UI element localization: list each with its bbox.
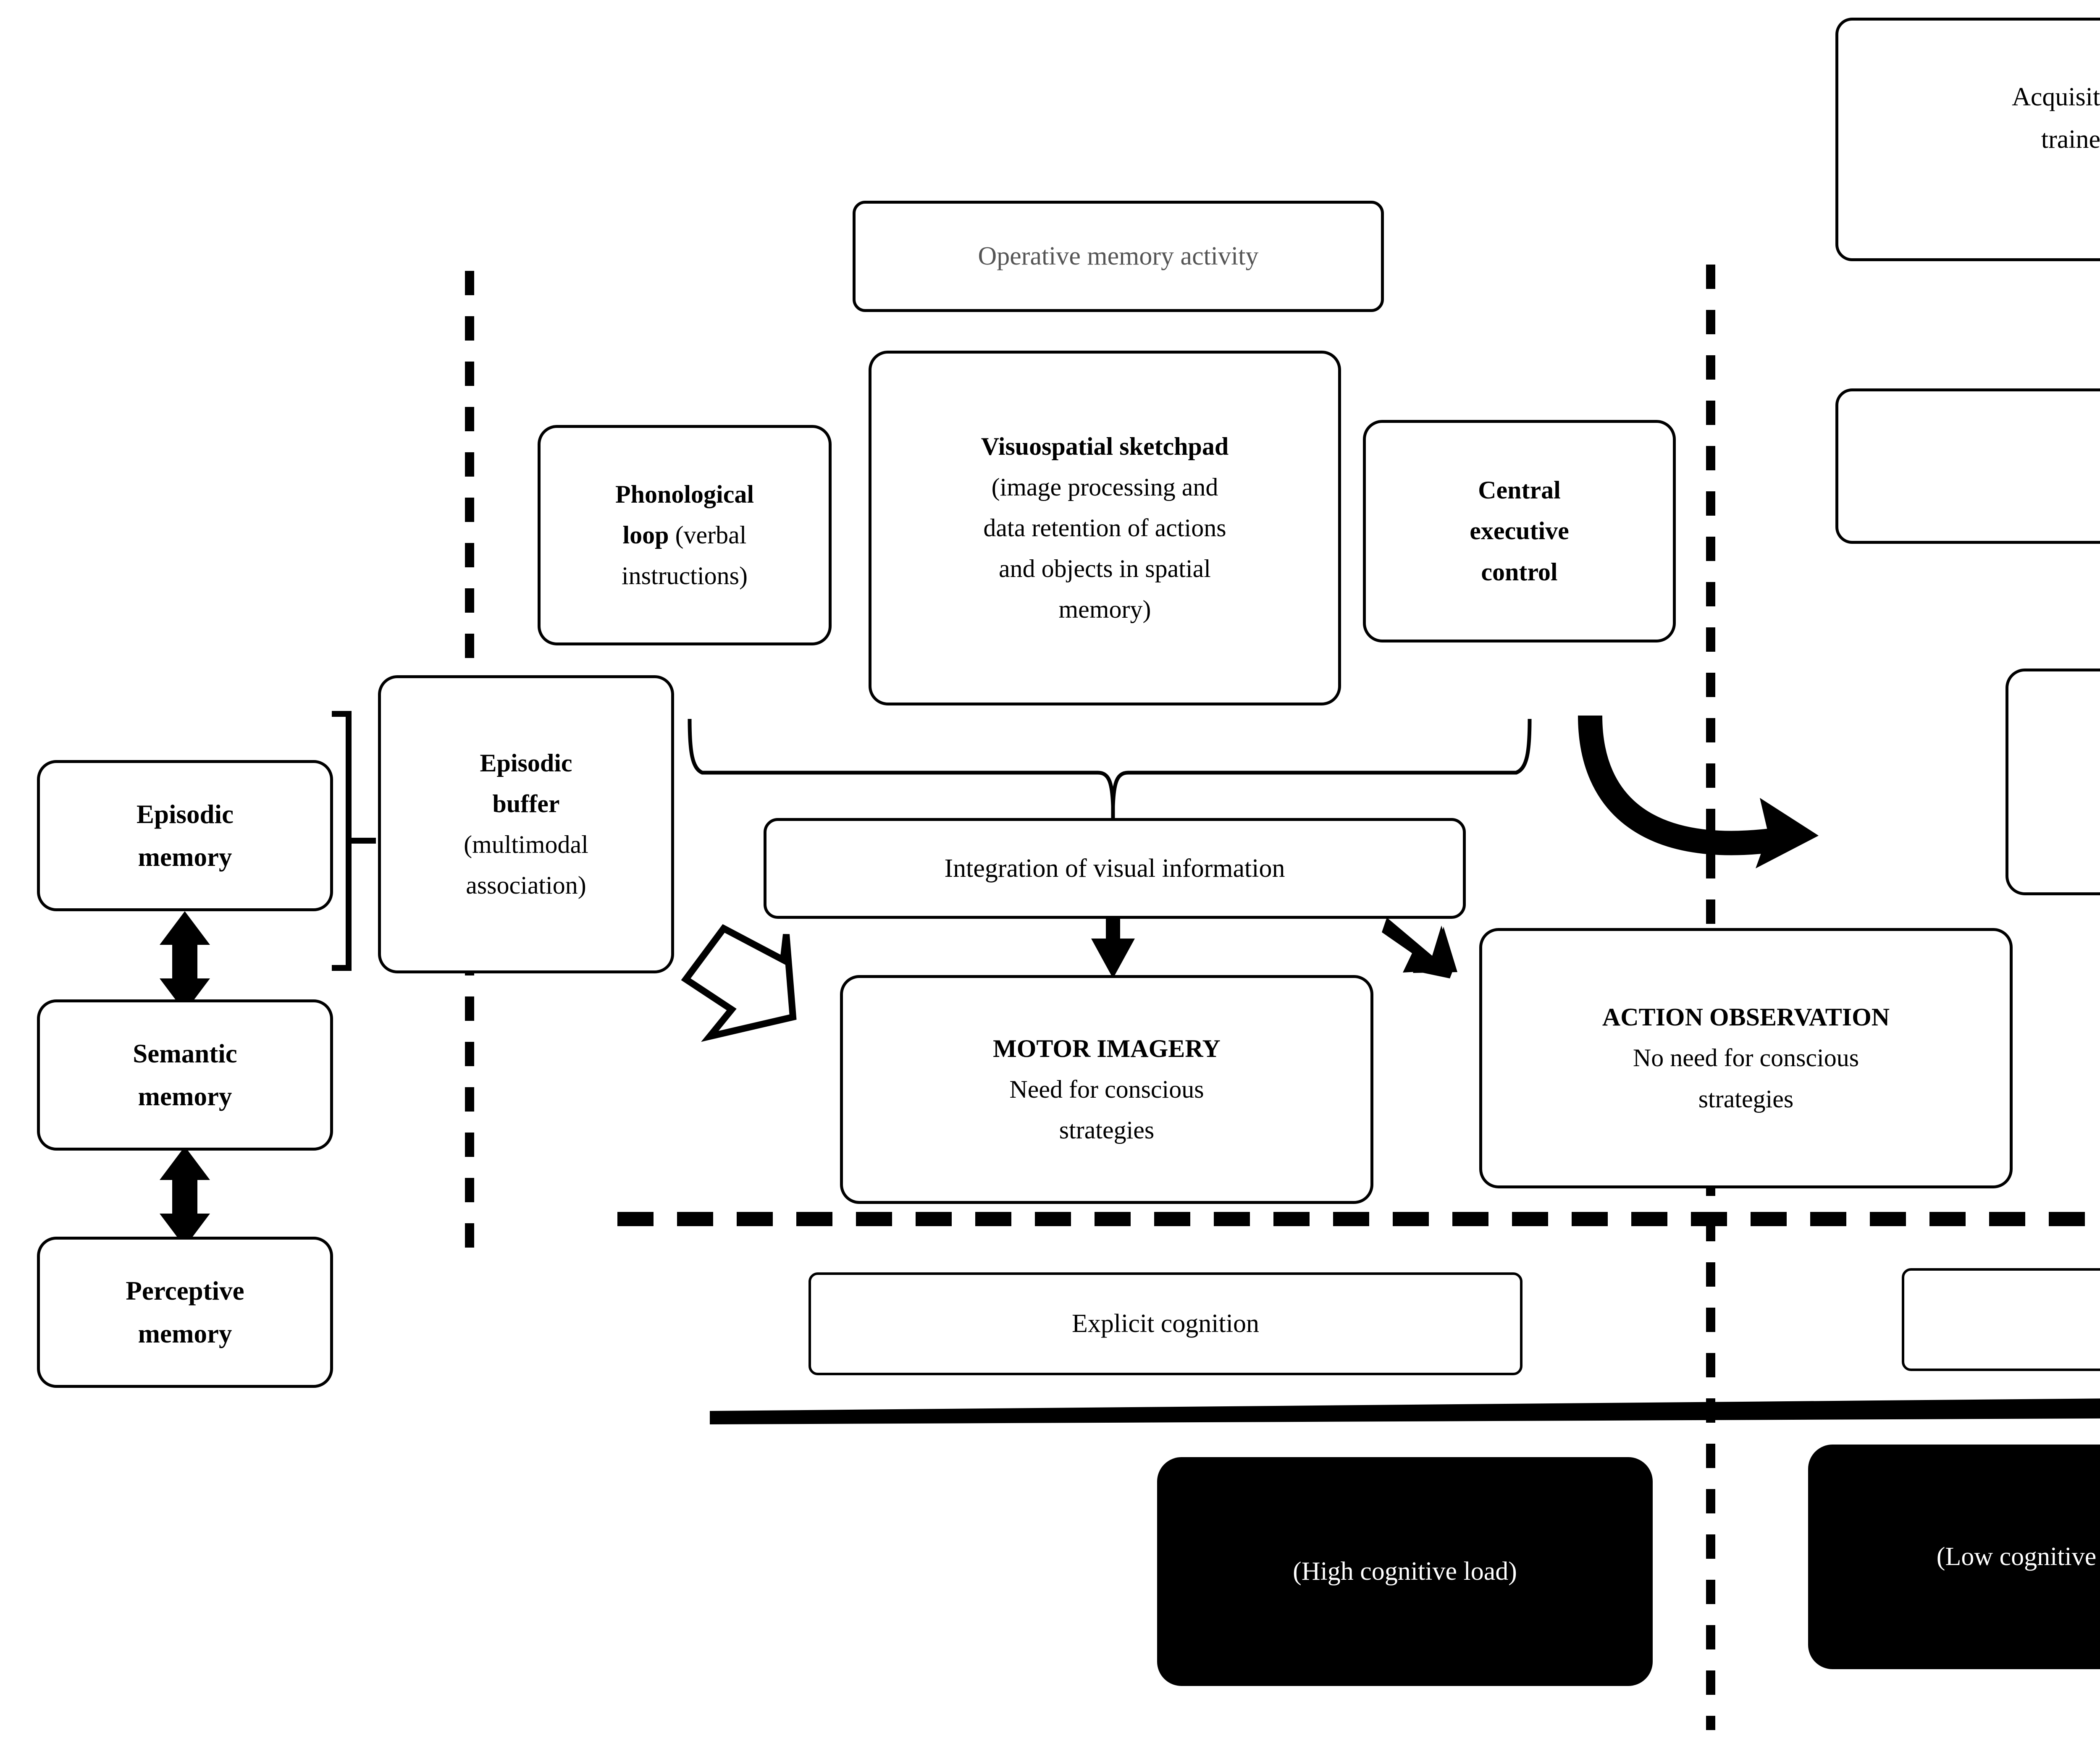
central-executive-line1: Central [1478,476,1561,504]
box-acquisition-of-neural-representations: Acquisition of neural representations (l… [1835,18,2100,261]
arrow-integration-to-action-observation [1382,918,1457,978]
phonological-loop-line2: loop (verbal [615,515,754,556]
box-formation-of-motor-memory: Formation of the motor memory [1835,388,2100,544]
motor-imagery-title: MOTOR IMAGERY [993,1034,1221,1062]
episodic-buffer-line4: association) [466,871,586,899]
central-executive-line3: control [1481,558,1558,586]
curved-transfer-arrow [1578,715,1778,855]
low-cognitive-load-label: (Low cognitive load) [1936,1542,2100,1571]
acquisition-line1: Acquisition of neural representations (l… [2012,83,2100,112]
phonological-loop-line1: Phonological [615,480,754,508]
box-action-observation: ACTION OBSERVATION No need for conscious… [1479,928,2013,1188]
phonological-loop-bold-loop: loop [622,521,669,549]
phonological-loop-line3: instructions) [622,562,748,590]
action-observation-line2: strategies [1698,1085,1794,1113]
cognition-continuum-arrow [710,1398,2100,1424]
box-perceptive-motor-procedural-memory: Perceptive-motor procedural memory activ… [2006,669,2100,895]
box-operative-memory-activity: Operative memory activity [853,201,1384,312]
explicit-cognition-label: Explicit cognition [1072,1309,1259,1338]
visuospatial-line1: (image processing and [991,473,1218,501]
hollow-arrow-episodic-buffer [681,924,797,1042]
episodic-buffer-line2: buffer [492,789,560,818]
acquisition-line3: parameters [2012,160,2100,202]
motor-imagery-line1: Need for conscious [1009,1075,1204,1103]
box-high-cognitive-load: (High cognitive load) [1157,1457,1653,1686]
high-cognitive-load-label: (High cognitive load) [1293,1557,1517,1586]
visuospatial-line4: memory) [1058,595,1151,624]
box-implicit-cognition: Implicit cognition [1902,1268,2100,1371]
working-memory-brace [688,718,1532,807]
operative-memory-activity-label: Operative memory activity [978,242,1259,271]
box-motor-imagery: MOTOR IMAGERY Need for conscious strateg… [840,975,1373,1204]
box-episodic-buffer: Episodic buffer (multimodal association) [378,675,674,973]
acquisition-line2: trained mechanical requirements and moti… [2041,125,2100,154]
episodic-buffer-line3: (multimodal [464,831,588,858]
central-executive-line2: executive [1470,517,1569,545]
memory-bracket [332,711,352,971]
box-phonological-loop: Phonological loop (verbal instructions) [538,425,832,645]
action-observation-line1: No need for conscious [1633,1044,1859,1072]
visuospatial-line3: and objects in spatial [999,555,1211,583]
box-integration-of-visual-information: Integration of visual information [764,818,1466,919]
motor-imagery-line2: strategies [1059,1116,1155,1144]
integration-label: Integration of visual information [944,854,1285,883]
curved-transfer-arrowhead [1756,798,1819,868]
arrow-semantic-perceptive [160,1146,210,1247]
action-observation-title: ACTION OBSERVATION [1602,1003,1890,1031]
phonological-loop-rest: (verbal [675,521,747,549]
box-central-executive-control: Central executive control [1363,420,1676,642]
box-explicit-cognition: Explicit cognition [808,1272,1522,1375]
arrow-episodic-semantic [160,911,210,1012]
formation-label: Formation of the motor memory [2099,444,2100,488]
arrow-integration-to-motor-imagery [1091,916,1135,978]
box-visuospatial-sketchpad: Visuospatial sketchpad (image processing… [869,351,1341,705]
box-low-cognitive-load: (Low cognitive load) [1808,1445,2100,1669]
visuospatial-line2: data retention of actions [983,514,1226,542]
visuospatial-title: Visuospatial sketchpad [981,432,1229,460]
episodic-buffer-line1: Episodic [480,749,572,777]
